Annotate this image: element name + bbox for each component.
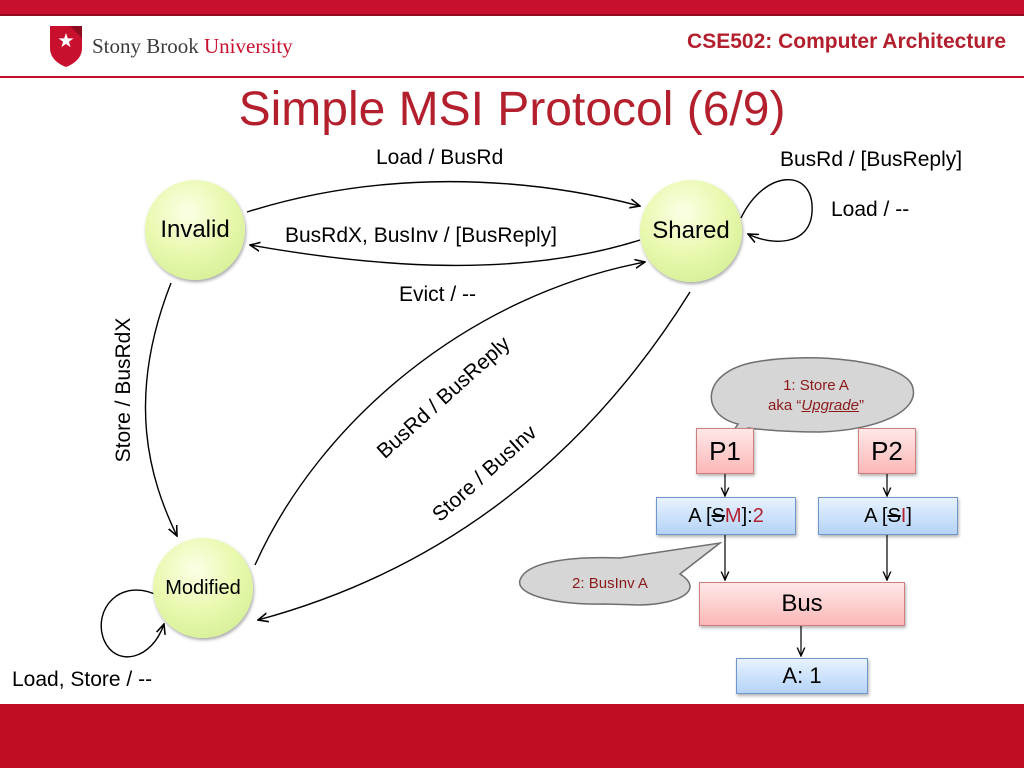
arrow-shared-to-invalid (250, 239, 641, 267)
slide-title: Simple MSI Protocol (6/9) (238, 83, 786, 136)
bus: Bus (699, 582, 905, 626)
arrow-modified-self-loop (100, 589, 164, 658)
cache-p2: A [S I] (818, 497, 958, 535)
memory-a: A: 1 (736, 658, 868, 694)
label-invalid-to-modified: Store / BusRdX (112, 317, 135, 463)
callout-businv: 2: BusInv A (572, 575, 648, 592)
label-shared-self-1: BusRd / [BusReply] (780, 148, 963, 171)
state-shared: Shared (640, 180, 742, 282)
shield-icon (50, 26, 82, 67)
callout-bubble-2 (519, 541, 723, 606)
label-modified-self: Load, Store / -- (12, 668, 153, 691)
university-logo: Stony Brook University (48, 24, 293, 68)
label-shared-self-2: Load / -- (831, 198, 910, 221)
callout-store-upgrade: 1: Store A aka “Upgrade” (740, 370, 892, 422)
state-invalid: Invalid (145, 180, 245, 280)
processor-p2: P2 (858, 428, 916, 474)
header-divider (0, 76, 1024, 78)
university-name: Stony Brook University (92, 33, 293, 58)
course-title: CSE502: Computer Architecture (687, 30, 1006, 53)
label-shared-to-invalid: BusRdX, BusInv / [BusReply] (285, 224, 557, 247)
cache-p1: A [S M]: 2 (656, 497, 796, 535)
footer-bar (0, 704, 1024, 768)
arrow-shared-to-modified (258, 291, 691, 620)
processor-p1: P1 (696, 428, 754, 474)
callout-line-1: 1: Store A (783, 377, 849, 394)
arrow-invalid-to-modified (144, 282, 177, 536)
slide-header (0, 16, 1024, 76)
callout-bubble-1 (710, 357, 915, 449)
state-modified: Modified (153, 538, 253, 638)
arrow-shared-self-loop (740, 179, 813, 242)
callout-line-2: aka “Upgrade” (768, 397, 864, 414)
label-shared-evict: Evict / -- (399, 283, 476, 306)
top-accent-bar (0, 0, 1024, 16)
label-invalid-to-shared: Load / BusRd (376, 146, 504, 169)
arrow-invalid-to-shared (246, 180, 640, 213)
arrow-modified-to-shared (254, 262, 645, 566)
